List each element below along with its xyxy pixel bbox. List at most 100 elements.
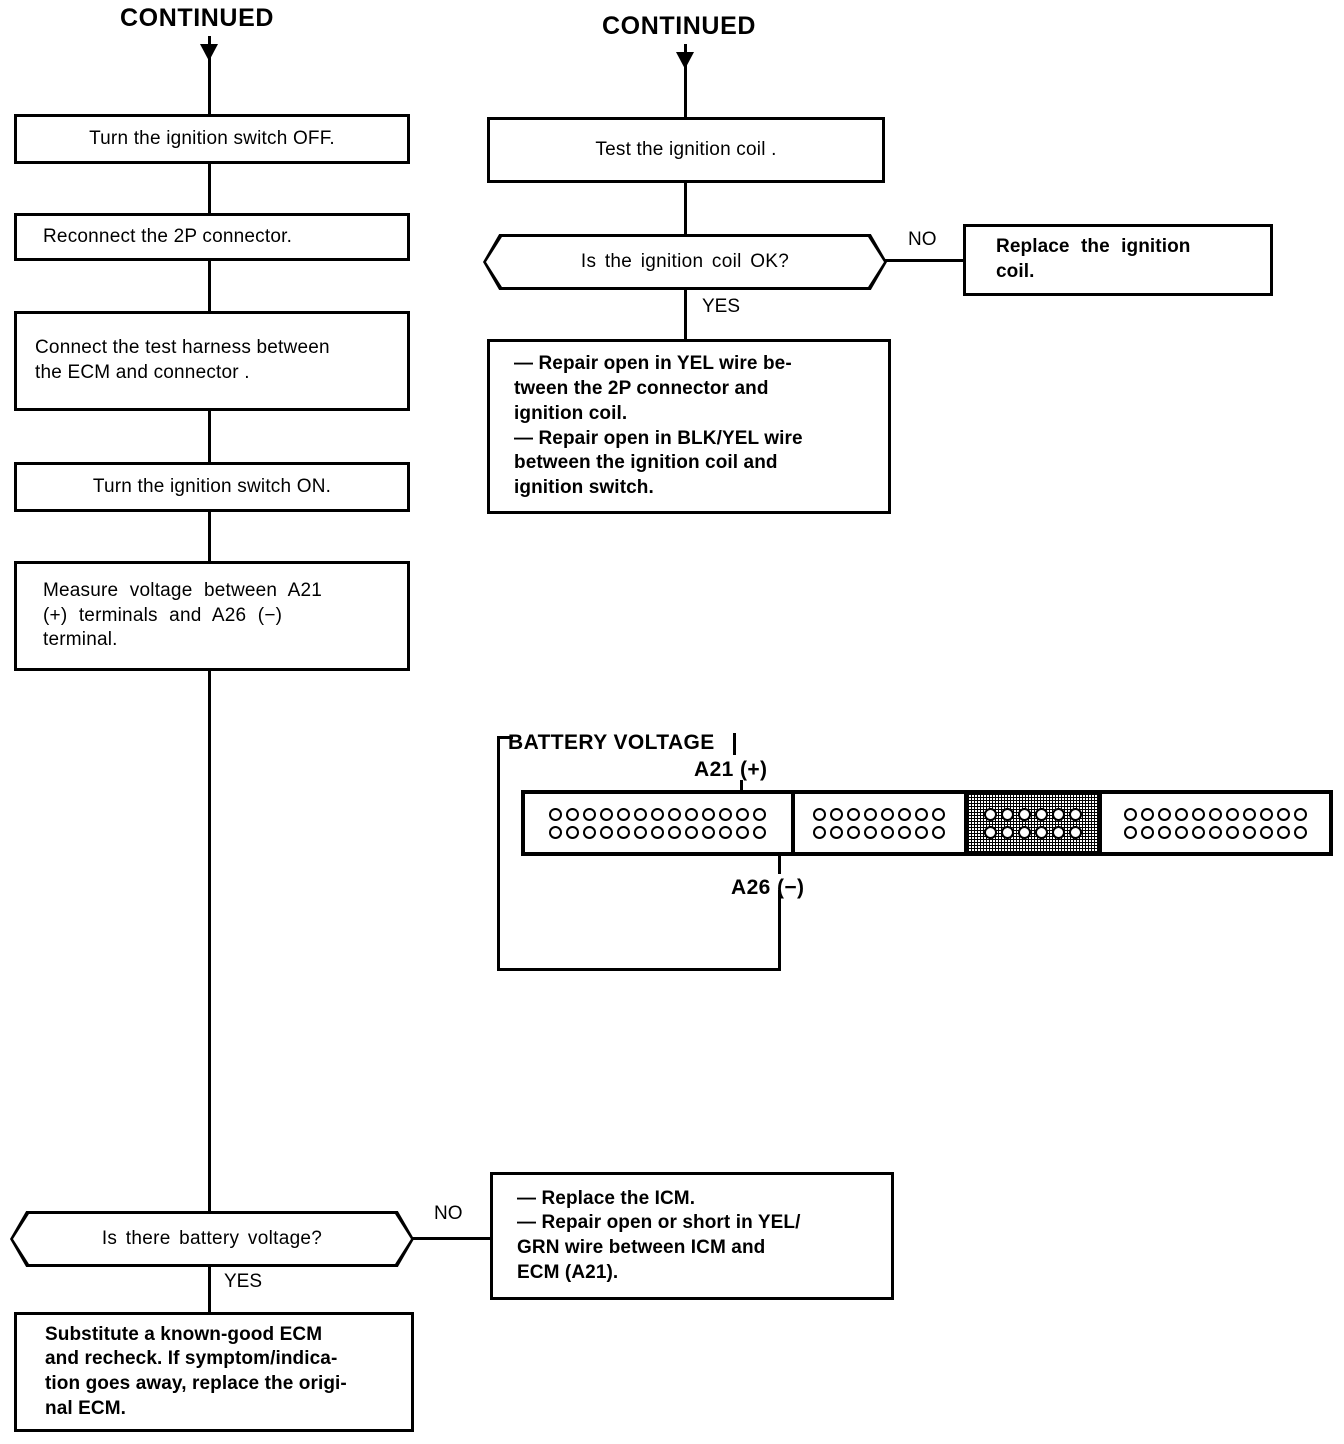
pin — [932, 825, 946, 839]
connector-segment-2 — [795, 794, 968, 852]
branch-line-yes-battery-voltage — [208, 1267, 211, 1313]
pin-row-bottom — [975, 825, 1091, 839]
terminal-label-a21: A21 (+) — [694, 758, 768, 781]
pin — [1208, 807, 1222, 821]
pin — [583, 825, 597, 839]
step-reconnect-2p-connector: Reconnect the 2P connector. — [14, 213, 410, 261]
pin — [1017, 825, 1031, 839]
pin — [702, 807, 716, 821]
pin — [1276, 807, 1290, 821]
pin — [1068, 825, 1082, 839]
pin — [1140, 807, 1154, 821]
terminal-label-a26: A26 (−) — [731, 876, 805, 899]
connector-line-step5-decision — [208, 671, 211, 1211]
result-repair-open-wires-text: — Repair open in YEL wire be- tween the … — [514, 353, 803, 498]
connector-segment-4 — [1102, 794, 1329, 852]
pin — [736, 825, 750, 839]
final-substitute-ecm-text: Substitute a known-good ECM and recheck.… — [45, 1323, 347, 1419]
pin — [1225, 807, 1239, 821]
pin-row-top — [532, 807, 784, 821]
step-turn-ignition-on: Turn the ignition switch ON. — [14, 462, 410, 512]
connector-line-testcoil-decision — [684, 183, 687, 236]
pin — [651, 807, 665, 821]
branch-line-no-ignition-coil — [885, 259, 965, 262]
connector-line-right-top — [684, 44, 687, 118]
pin — [685, 825, 699, 839]
pin — [566, 825, 580, 839]
decision-is-there-battery-voltage-text: Is there battery voltage? — [101, 1228, 323, 1249]
pin — [1140, 825, 1154, 839]
step-turn-ignition-on-text: Turn the ignition switch ON. — [92, 475, 332, 497]
pin — [736, 807, 750, 821]
step-test-ignition-coil-text: Test the ignition coil . — [595, 138, 777, 160]
pin — [719, 825, 733, 839]
pin-row-top — [802, 807, 957, 821]
pin — [1034, 807, 1048, 821]
pin — [685, 807, 699, 821]
pin — [1051, 807, 1065, 821]
pin — [1208, 825, 1222, 839]
pin — [1276, 825, 1290, 839]
pin — [898, 825, 912, 839]
ecm-connector-block — [521, 790, 1333, 856]
pin — [668, 807, 682, 821]
pin — [1225, 825, 1239, 839]
result-repair-open-wires: — Repair open in YEL wire be- tween the … — [487, 339, 891, 514]
pin — [1191, 825, 1205, 839]
decision-is-ignition-coil-ok-text: Is the ignition coil OK? — [580, 251, 790, 272]
pin — [932, 807, 946, 821]
pin — [881, 807, 895, 821]
pin — [668, 825, 682, 839]
pin — [753, 807, 767, 821]
pin — [1051, 825, 1065, 839]
final-substitute-ecm: Substitute a known-good ECM and recheck.… — [14, 1312, 414, 1432]
connector-line-step1-step2 — [208, 164, 211, 214]
pin — [549, 825, 563, 839]
header-continued-left: CONTINUED — [120, 4, 275, 32]
decision-ignition-coil-fill — [486, 237, 884, 287]
pin — [864, 825, 878, 839]
result-replace-ignition-coil: Replace the ignition coil. — [963, 224, 1273, 296]
pin-a21 — [719, 807, 733, 821]
connector-line-step3-step4 — [208, 411, 211, 463]
pin — [881, 825, 895, 839]
pin — [983, 807, 997, 821]
result-replace-icm-text: — Replace the ICM. — Repair open or shor… — [517, 1187, 801, 1283]
pin — [1259, 825, 1273, 839]
connector-line-step4-step5 — [208, 512, 211, 562]
pin — [830, 807, 844, 821]
result-replace-ignition-coil-text: Replace the ignition coil. — [996, 236, 1191, 282]
pin — [1068, 807, 1082, 821]
pin-row-top — [1109, 807, 1322, 821]
callout-bracket-right — [778, 890, 781, 971]
pin — [617, 825, 631, 839]
connector-segment-3-shaded — [968, 794, 1102, 852]
pin — [1293, 807, 1307, 821]
pin — [600, 807, 614, 821]
pin — [600, 825, 614, 839]
pin — [983, 825, 997, 839]
branch-line-no-battery-voltage — [412, 1237, 490, 1240]
callout-bracket-a21-tick — [733, 733, 736, 755]
pin — [1174, 807, 1188, 821]
step-turn-ignition-off-text: Turn the ignition switch OFF. — [89, 127, 335, 149]
step-measure-voltage-text: Measure voltage between A21 (+) terminal… — [43, 579, 323, 651]
callout-bracket-top-left-tick — [497, 736, 513, 739]
pin — [915, 825, 929, 839]
callout-bracket-bottom — [497, 968, 781, 971]
pin-a26 — [753, 825, 767, 839]
pin-row-bottom — [532, 825, 784, 839]
pin — [634, 825, 648, 839]
decision-battery-voltage-fill — [13, 1214, 411, 1264]
pin — [651, 825, 665, 839]
header-continued-right: CONTINUED — [602, 12, 757, 40]
pin — [1123, 807, 1137, 821]
pin — [566, 807, 580, 821]
branch-label-yes-battery-voltage: YES — [224, 1271, 263, 1292]
pin — [813, 807, 827, 821]
step-connect-test-harness: Connect the test harness between the ECM… — [14, 311, 410, 411]
pin — [915, 807, 929, 821]
pin — [898, 807, 912, 821]
arrowhead-right-top — [676, 52, 694, 69]
pin — [1123, 825, 1137, 839]
